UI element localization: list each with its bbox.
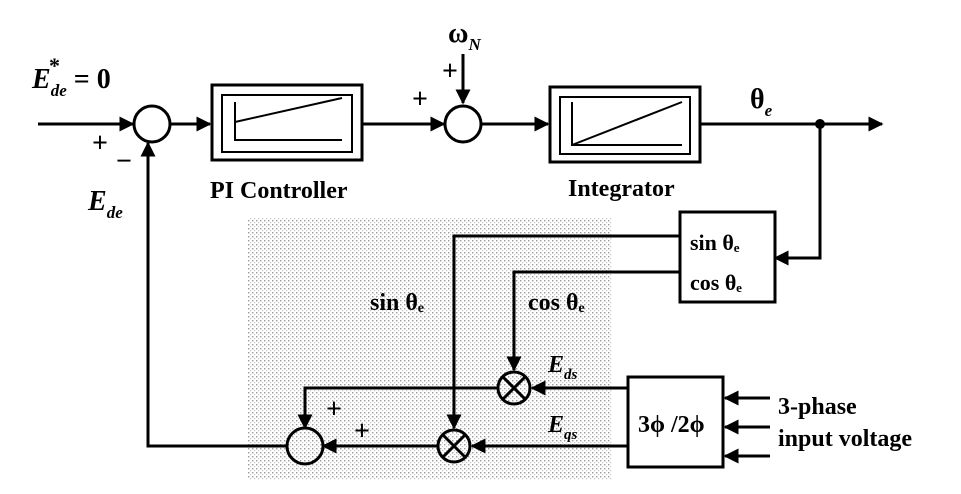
ref-eq: = 0	[67, 64, 111, 95]
eds-label: Eds	[547, 352, 578, 383]
reference-input-label: Ede = 0 *	[31, 53, 111, 100]
sincos-block	[678, 210, 777, 304]
sum3-plus-right: +	[354, 416, 370, 447]
ref-star: *	[49, 53, 60, 78]
pi-axes-icon	[234, 102, 342, 141]
feedback-label: Ede	[87, 186, 123, 222]
sum3-plus-top: +	[326, 394, 342, 425]
mult1-to-sum3-arrow	[297, 386, 498, 430]
sin-signal-label: sin θₑ	[370, 290, 424, 316]
eqs-label: Eqs	[547, 412, 578, 443]
integrator-ramp-icon	[571, 101, 683, 146]
theta-feedback-arrow	[773, 124, 822, 266]
svg-text:Ede = 0: Ede = 0	[31, 64, 111, 100]
omega-label: ωN	[448, 18, 481, 54]
sum2-plus-left: +	[412, 84, 428, 115]
feedback-path-arrow	[140, 141, 287, 448]
pi-curve-icon	[234, 97, 343, 123]
ref-sub: de	[51, 81, 68, 100]
transform-label: 3ϕ /2ϕ	[638, 412, 705, 438]
theta-output-label: θe	[750, 84, 773, 120]
ref-var: E	[31, 64, 51, 95]
input-label-line2: input voltage	[778, 426, 912, 452]
sincos-bottom-label: cos θₑ	[690, 270, 742, 295]
sum1-minus: −	[116, 146, 132, 177]
summing-junction-2	[443, 104, 483, 144]
sum1-plus: +	[92, 128, 108, 159]
cos-signal-line	[506, 270, 680, 372]
sum2-plus-top: +	[442, 56, 458, 87]
sin-signal-line	[446, 234, 680, 430]
pi-controller-label: PI Controller	[210, 178, 348, 204]
cos-signal-label: cos θₑ	[528, 290, 585, 316]
summing-junction-1	[132, 104, 172, 144]
integrator-label: Integrator	[568, 176, 675, 202]
shaded-region	[248, 218, 612, 480]
input-label-line1: 3-phase	[778, 394, 857, 420]
transform-block	[626, 375, 725, 469]
sincos-top-label: sin θₑ	[690, 230, 740, 255]
